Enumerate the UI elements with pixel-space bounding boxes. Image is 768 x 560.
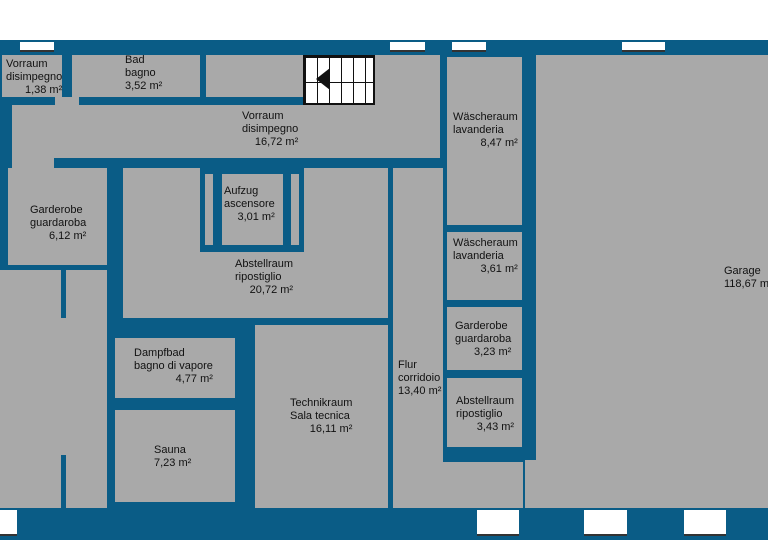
room-name-de: Technikraum <box>290 397 353 409</box>
window <box>452 42 486 52</box>
room-name-de: Dampfbad <box>134 347 185 359</box>
room-waescheraum-2 <box>447 232 522 300</box>
window <box>477 510 519 536</box>
room-name-it: guardaroba <box>455 333 512 345</box>
room-garderobe-left <box>8 168 107 265</box>
shaft-slot <box>205 174 213 245</box>
room-vorraum-small <box>2 55 62 97</box>
door-opening <box>12 155 54 168</box>
room-name-de: Vorraum <box>6 58 48 70</box>
room-name-it: disimpegno <box>242 123 299 135</box>
room-name-de: Garderobe <box>30 204 83 216</box>
window <box>0 510 17 536</box>
window <box>622 42 665 52</box>
room-waescheraum-1 <box>447 57 522 225</box>
room-area: 13,40 m² <box>398 385 442 397</box>
partition <box>61 268 66 318</box>
room-name-de: Garderobe <box>455 320 508 332</box>
room-area: 8,47 m² <box>480 137 518 149</box>
stair-arrow-icon <box>316 68 330 90</box>
room-name-de: Garage <box>724 265 761 277</box>
room-area: 4,77 m² <box>175 373 213 385</box>
room-left-lower <box>0 270 107 508</box>
window <box>684 510 726 536</box>
room-aufzug <box>222 174 283 245</box>
window <box>584 510 627 536</box>
room-technikraum <box>255 325 388 508</box>
room-name-it: ascensore <box>224 198 275 210</box>
room-flur <box>393 168 443 508</box>
room-vorraum-large <box>12 105 440 158</box>
room-dampfbad <box>115 338 235 398</box>
room-name-it: disimpegno <box>6 71 63 83</box>
room-name-it: Sala tecnica <box>290 410 350 422</box>
room-name-de: Sauna <box>154 444 186 456</box>
room-area: 1,38 m² <box>24 84 63 96</box>
room-area: 3,52 m² <box>125 80 163 92</box>
room-name-it: ripostiglio <box>235 271 282 283</box>
room-name-it: bagno <box>125 67 156 79</box>
room-area: 16,72 m² <box>254 136 299 148</box>
room-area: 3,43 m² <box>476 421 515 433</box>
room-name-it: bagno di vapore <box>134 360 213 372</box>
room-garderobe-small <box>447 307 522 370</box>
room-area: 16,11 m² <box>309 423 353 435</box>
room-name-it: guardaroba <box>30 217 87 229</box>
room-name-it: corridoio <box>398 372 441 384</box>
room-garage-lower <box>525 460 545 508</box>
shaft-slot <box>291 174 299 245</box>
room-bad <box>72 55 200 97</box>
room-name-it: lavanderia <box>453 250 504 262</box>
room-unnamed <box>206 55 320 97</box>
room-area: 3,61 m² <box>480 263 518 275</box>
room-sauna <box>115 410 235 502</box>
room-garage <box>536 55 768 508</box>
room-name-it: ripostiglio <box>456 408 503 420</box>
room-name-de: Abstellraum <box>456 395 515 407</box>
room-name-de: Wäscheraum <box>453 237 518 249</box>
door-opening <box>55 97 79 107</box>
room-area: 20,72 m² <box>249 284 294 296</box>
room-name-de: Flur <box>398 359 417 371</box>
room-area: 7,23 m² <box>154 457 192 469</box>
room-name-de: Abstellraum <box>235 258 294 270</box>
room-area: 3,23 m² <box>473 346 512 358</box>
window <box>20 42 54 52</box>
staircase <box>303 55 375 105</box>
room-name-de: Vorraum <box>242 110 284 122</box>
room-name-de: Aufzug <box>224 185 259 197</box>
window <box>390 42 425 52</box>
room-area: 3,01 m² <box>237 211 275 223</box>
room-name-de: Wäscheraum <box>453 111 518 123</box>
room-abstellraum-small <box>447 378 522 447</box>
partition <box>61 455 66 508</box>
room-area: 118,67 m² <box>724 278 768 290</box>
room-name-de: Bad <box>125 54 145 66</box>
room-flur-lower <box>443 462 523 508</box>
room-area: 6,12 m² <box>48 230 87 242</box>
room-name-it: lavanderia <box>453 124 504 136</box>
